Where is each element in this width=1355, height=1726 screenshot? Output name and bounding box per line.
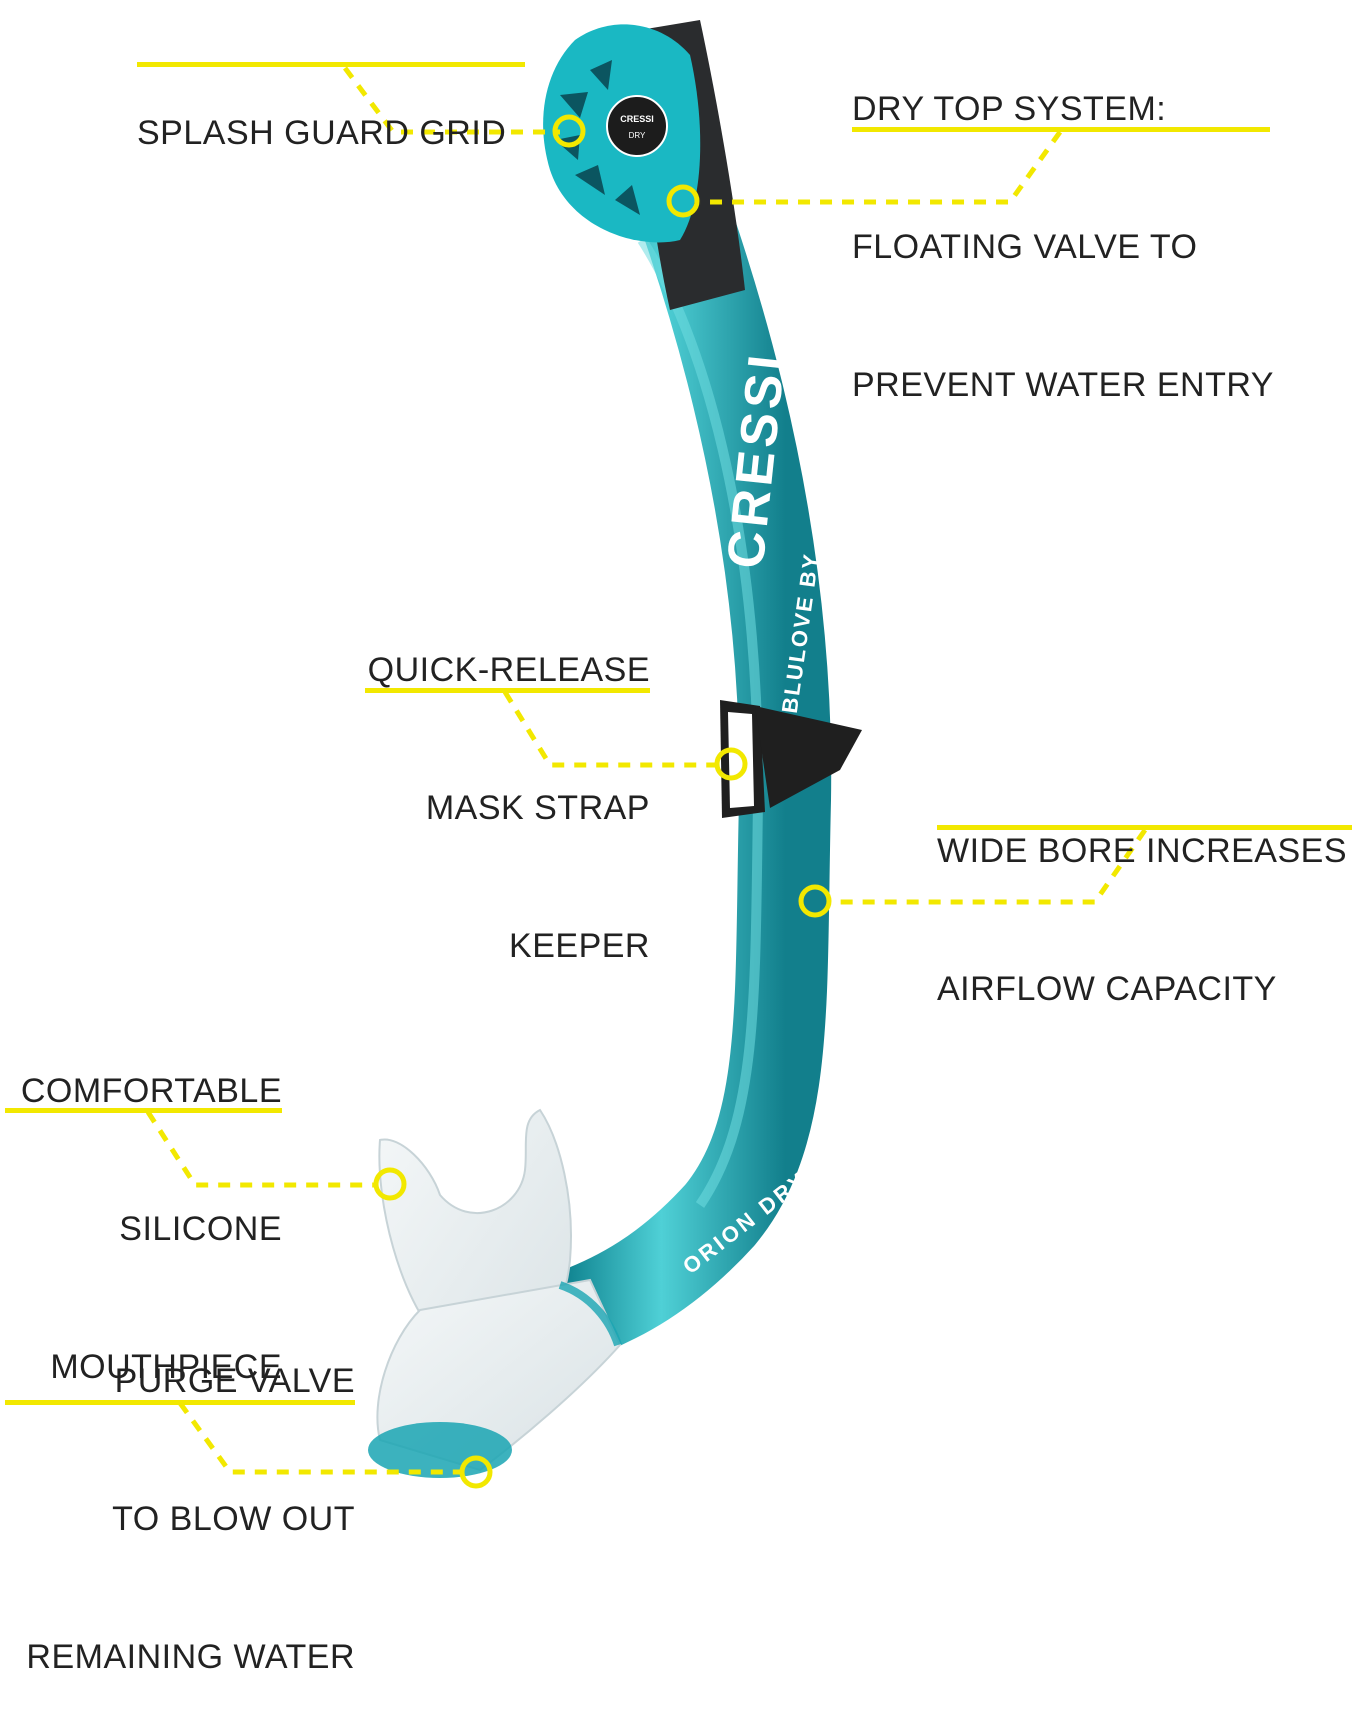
label-purge-valve: PURGE VALVE TO BLOW OUT REMAINING WATER [0, 1266, 355, 1726]
splash-guard-grid [555, 60, 640, 215]
label-line: MOUTHPIECE [50, 1348, 282, 1386]
label-line: QUICK-RELEASE [367, 651, 650, 689]
label-dry-top: DRY TOP SYSTEM: FLOATING VALVE TO PREVEN… [852, 0, 1274, 454]
label-line: TO BLOW OUT [112, 1500, 355, 1538]
label-line: KEEPER [509, 927, 650, 965]
label-splash-guard: SPLASH GUARD GRID [137, 18, 506, 202]
label-line: MASK STRAP [425, 789, 650, 827]
leader-mask-strap [502, 690, 720, 768]
callout-marker-icon [373, 1167, 407, 1201]
leader-wide-bore [830, 828, 1148, 905]
label-line: FLOATING VALVE TO [852, 228, 1198, 266]
label-mouthpiece: COMFORTABLE SILICONE MOUTHPIECE [0, 976, 282, 1436]
label-line: PURGE VALVE [114, 1362, 355, 1400]
callout-marker-icon [459, 1455, 493, 1489]
label-mask-strap: QUICK-RELEASE MASK STRAP KEEPER [300, 555, 650, 1015]
label-line: AIRFLOW CAPACITY [937, 970, 1277, 1008]
underline-wide-bore [937, 825, 1352, 830]
label-line: SILICONE [119, 1210, 282, 1248]
callout-marker-icon [552, 114, 586, 148]
callout-markers [373, 114, 832, 1489]
dry-valve-badge-icon [606, 95, 668, 157]
label-line: COMFORTABLE [20, 1072, 282, 1110]
underline-mouthpiece [5, 1108, 282, 1113]
underline-mask-strap [365, 688, 650, 693]
purge-valve-ring [368, 1422, 512, 1478]
leader-splash-guard [343, 66, 560, 135]
svg-text:DRY: DRY [629, 131, 646, 140]
svg-text:CRESSI: CRESSI [620, 114, 654, 124]
leader-mouthpiece [145, 1110, 375, 1188]
leader-lines [145, 66, 1148, 1475]
underline-dry-top [852, 127, 1270, 132]
label-line: DRY TOP SYSTEM: [852, 90, 1167, 128]
callout-marker-icon [798, 884, 832, 918]
label-line: PREVENT WATER ENTRY [852, 366, 1274, 404]
label-line: WIDE BORE INCREASES [937, 832, 1348, 870]
callout-marker-icon [666, 184, 700, 218]
label-line: REMAINING WATER [26, 1638, 355, 1676]
label-line: SPLASH GUARD GRID [137, 114, 507, 152]
callout-marker-icon [714, 747, 748, 781]
leader-dry-top [700, 130, 1063, 205]
underline-splash-guard [137, 62, 525, 67]
snorkel-product-image: CRESSI DRY [145, 20, 1148, 1489]
leader-purge-valve [177, 1401, 460, 1475]
label-wide-bore: WIDE BORE INCREASES AIRFLOW CAPACITY [937, 736, 1347, 1058]
underline-purge-valve [5, 1400, 355, 1405]
snorkel-tube [514, 74, 832, 1366]
